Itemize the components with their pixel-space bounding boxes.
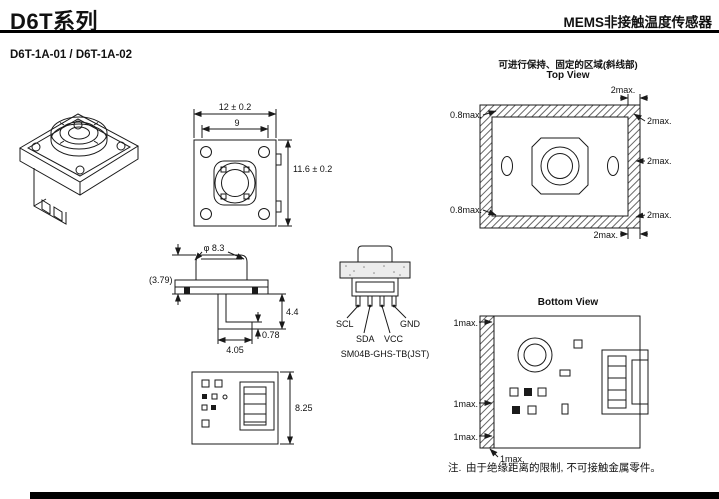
dim-label: 1max. (500, 454, 525, 464)
top-view: 2max. 0.8max. 2max. 2max. 0.8max. 2max. … (448, 84, 719, 254)
dim-label: 2max. (647, 156, 672, 166)
side-view: φ 8.3 (3.79) 4.4 0.78 4.05 (148, 240, 310, 362)
dim-label: 0.8max. (450, 205, 482, 215)
dim-pcb-height-label: 8.25 (295, 403, 313, 413)
dim-label: 1max. (453, 318, 478, 328)
top-view-caption-en: Top View (546, 70, 590, 81)
side-view-body (174, 254, 269, 330)
footnote-label: 注. (448, 462, 462, 474)
dim-lead-thickness-label: 0.78 (262, 330, 280, 340)
isometric-view (8, 88, 148, 243)
holdable-area-hatch (480, 105, 640, 228)
top-view-dimension-lines (482, 94, 648, 239)
pcb-bottom-view: 8.25 (182, 366, 332, 458)
pin-label-vcc: VCC (384, 334, 404, 344)
dim-label: 1max. (453, 432, 478, 442)
dim-label: 2max. (611, 85, 636, 95)
bottom-view-caption: Bottom View (537, 297, 599, 308)
page-title: D6T系列 (10, 9, 99, 34)
dim-width-label: 12 ± 0.2 (219, 102, 251, 112)
pin-label-gnd: GND (400, 319, 421, 329)
bottom-view-dimension-lines (479, 319, 499, 458)
connector-sensor-silhouette (339, 245, 411, 307)
header-rule (0, 30, 719, 33)
footnote-text: 由于绝缘距离的限制, 不可接触金属零件。 (466, 462, 661, 474)
dim-lead-length-label: 4.05 (226, 345, 244, 355)
front-view: 12 ± 0.2 9 11.6 ± 0.2 (176, 98, 351, 243)
footnote: 注. 由于绝缘距离的限制, 不可接触金属零件。 (448, 462, 662, 476)
dim-label: 0.8max. (450, 110, 482, 120)
bottom-hatch-area (480, 316, 494, 448)
pcb-body (191, 371, 279, 445)
model-number: D6T-1A-01 / D6T-1A-02 (10, 49, 133, 61)
isometric-drawing (18, 113, 140, 225)
dim-ref-height-label: (3.79) (149, 275, 173, 285)
connector-part-number: SM04B-GHS-TB(JST) (341, 349, 430, 359)
dim-label: 2max. (647, 210, 672, 220)
pin-label-scl: SCL (336, 319, 354, 329)
dim-lead-height-label: 4.4 (286, 307, 299, 317)
bottom-view: 1max. 1max. 1max. 1max. (440, 310, 712, 468)
dim-diameter-label: φ 8.3 (204, 243, 225, 253)
top-view-body (479, 104, 641, 229)
dim-label: 2max. (647, 116, 672, 126)
front-view-body (193, 139, 282, 227)
header-product-category: MEMS非接触温度传感器 (563, 15, 713, 30)
dim-label: 1max. (453, 399, 478, 409)
front-view-dimension-lines (193, 109, 292, 227)
dim-height-label: 11.6 ± 0.2 (293, 164, 332, 174)
dim-inner-width-label: 9 (234, 118, 239, 128)
dim-label: 2max. (593, 230, 618, 240)
board-stipple (345, 265, 405, 276)
side-view-dimension-lines (172, 244, 286, 344)
pin-leader-lines (346, 304, 407, 334)
connector-view: SCL GND SDA VCC SM04B-GHS-TB(JST) (330, 238, 442, 366)
pin-label-sda: SDA (356, 334, 375, 344)
top-view-caption-zh: 可进行保持、固定的区域(斜线部) (498, 60, 638, 71)
pcb-dimension-lines (280, 371, 294, 445)
bottom-view-body (479, 315, 649, 449)
page-footer-bar (30, 492, 719, 499)
